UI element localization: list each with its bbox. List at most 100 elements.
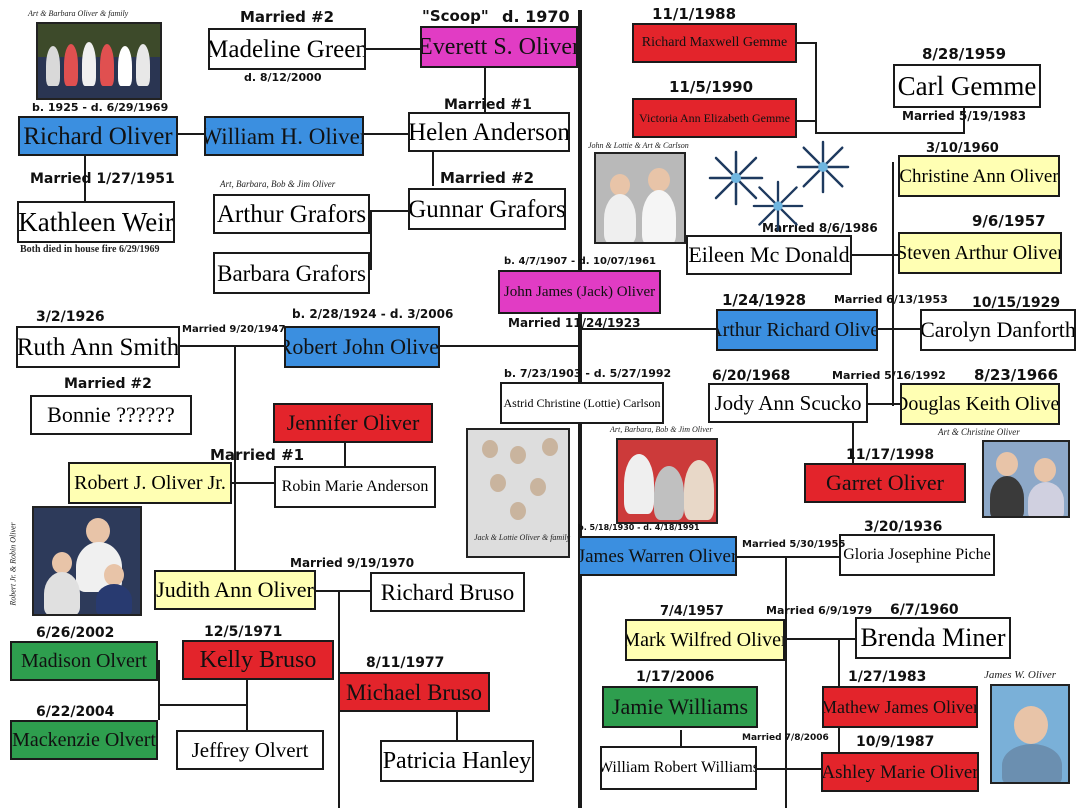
connector <box>963 108 965 134</box>
sparkle-star-icon <box>796 140 850 194</box>
person-mackenzie-olvert: Mackenzie Olvert <box>10 720 158 760</box>
label-married-william: Married 7/8/2006 <box>742 733 829 743</box>
person-judith-oliver: Judith Ann Oliver <box>154 570 316 610</box>
label-married2-bonnie: Married #2 <box>64 376 152 392</box>
label-married-jack: Married 11/24/1923 <box>508 316 641 330</box>
connector <box>852 254 900 256</box>
label-8-28-1959: 8/28/1959 <box>922 45 1007 63</box>
jack-lottie-family-photo <box>466 428 570 558</box>
person-william-oliver: William H. Oliver <box>204 116 364 156</box>
connector <box>370 210 408 212</box>
connector <box>785 638 855 640</box>
label-3-2-1926: 3/2/1926 <box>36 309 105 325</box>
person-barbara-grafors: Barbara Grafors <box>213 252 370 294</box>
connector <box>852 403 854 463</box>
label-11-5-1990: 11/5/1990 <box>669 78 754 96</box>
label-9-6-1957: 9/6/1957 <box>972 212 1046 230</box>
label-12-5-1971: 12/5/1971 <box>204 624 283 640</box>
person-william-robert-williams: William Robert Williams <box>600 746 757 790</box>
person-robert-jr: Robert J. Oliver Jr. <box>68 462 232 504</box>
connector <box>364 133 408 135</box>
robert-jr-family-photo <box>32 506 142 616</box>
person-gunnar-grafors: Gunnar Grafors <box>408 188 566 230</box>
connector <box>737 556 839 558</box>
person-carolyn-danforth: Carolyn Danforth <box>920 309 1076 351</box>
label-11-1-1988: 11/1/1988 <box>652 5 737 23</box>
photo-caption: Art, Barbara, Bob & Jim Oliver <box>610 425 713 434</box>
connector <box>234 345 236 595</box>
label-married-brenda: Married 6/9/1979 <box>766 604 873 617</box>
person-lottie-carlson: Astrid Christine (Lottie) Carlson <box>500 382 664 424</box>
sparkle-star-icon <box>708 150 764 206</box>
person-jody-scucko: Jody Ann Scucko <box>708 383 868 423</box>
label-married-gloria: Married 5/30/1955 <box>742 539 846 550</box>
person-madison-olvert: Madison Olvert <box>10 641 158 681</box>
sparkle-star-icon <box>752 180 804 232</box>
label-married-jody: Married 5/16/1992 <box>832 369 946 382</box>
label-10-15-1929: 10/15/1929 <box>972 295 1061 311</box>
person-steven-oliver: Steven Arthur Oliver <box>898 232 1062 274</box>
label-8-23-1966: 8/23/1966 <box>974 366 1059 384</box>
person-jeffrey-olvert: Jeffrey Olvert <box>176 730 324 770</box>
person-richard-maxwell-gemme: Richard Maxwell Gemme <box>632 23 797 63</box>
person-arthur-richard-oliver: Arthur Richard Oliver <box>716 309 878 351</box>
photo-caption: Jack & Lottie Oliver & family <box>474 533 571 542</box>
photo-caption: Art & Barbara Oliver & family <box>28 9 129 18</box>
person-richard-oliver: Richard Oliver <box>18 116 178 156</box>
label-6-20-1968: 6/20/1968 <box>712 368 791 384</box>
connector <box>344 442 346 466</box>
john-lottie-photo <box>594 152 686 244</box>
person-richard-bruso: Richard Bruso <box>370 572 525 612</box>
person-brenda-miner: Brenda Miner <box>855 617 1011 659</box>
connector <box>797 120 817 122</box>
connector <box>785 556 787 808</box>
person-robin-anderson: Robin Marie Anderson <box>274 466 436 508</box>
connector <box>178 133 206 135</box>
label-married-carolyn: Married 6/13/1953 <box>834 293 948 306</box>
person-robert-john-oliver: Robert John Oliver <box>284 326 440 368</box>
connector <box>815 42 817 134</box>
label-7-4-1957: 7/4/1957 <box>660 604 724 619</box>
connector <box>232 482 274 484</box>
label-married1-robin: Married #1 <box>210 446 305 464</box>
person-jamie-williams: Jamie Williams <box>602 686 758 728</box>
label-8-11-1977: 8/11/1977 <box>366 655 445 671</box>
connector <box>370 210 372 270</box>
label-robert-bd: b. 2/28/1924 - d. 3/2006 <box>292 307 454 321</box>
connector <box>158 660 160 720</box>
connector <box>246 680 248 732</box>
label-lottie-bd: b. 7/23/1903 - d. 5/27/1992 <box>504 367 672 380</box>
person-patricia-hanley: Patricia Hanley <box>380 740 534 782</box>
connector <box>892 162 894 406</box>
person-kelly-bruso: Kelly Bruso <box>182 640 334 680</box>
photo-caption: Art & Christine Oliver <box>938 427 1020 437</box>
person-ashley-oliver: Ashley Marie Oliver <box>821 752 979 792</box>
person-madeline-green: Madeline Green <box>208 28 366 70</box>
label-3-10-1960: 3/10/1960 <box>926 141 999 156</box>
person-helen-anderson: Helen Anderson <box>408 112 570 152</box>
label-married-eileen: Married 8/6/1986 <box>762 221 878 235</box>
label-james-bd: b. 5/18/1930 - d. 4/18/1991 <box>578 523 700 532</box>
person-gloria-piche: Gloria Josephine Piche <box>839 534 995 576</box>
connector <box>84 156 86 202</box>
connector <box>440 345 580 347</box>
connector <box>878 328 920 330</box>
label-married-judith: Married 9/19/1970 <box>290 556 415 570</box>
label-married-carl: Married 5/19/1983 <box>902 109 1027 123</box>
photo-caption: Art, Barbara, Bob & Jim Oliver <box>220 179 336 189</box>
label-married-ruth: Married 9/20/1947 <box>182 324 286 335</box>
person-carl-gemme: Carl Gemme <box>893 64 1041 108</box>
person-eileen-mcdonald: Eileen Mc Donald <box>686 235 852 275</box>
person-michael-bruso: Michael Bruso <box>338 672 490 712</box>
label-richard-bd: b. 1925 - d. 6/29/1969 <box>32 101 169 114</box>
connector <box>432 152 434 186</box>
connector <box>815 132 965 134</box>
connector <box>316 590 370 592</box>
connector <box>582 328 716 330</box>
label-jack-bd: b. 4/7/1907 - d. 10/07/1961 <box>504 256 657 267</box>
person-jennifer-oliver: Jennifer Oliver <box>273 403 433 443</box>
label-1-24-1928: 1/24/1928 <box>722 291 807 309</box>
person-ruth-smith: Ruth Ann Smith <box>16 326 180 368</box>
label-6-7-1960: 6/7/1960 <box>890 602 959 618</box>
person-douglas-oliver: Douglas Keith Oliver <box>900 383 1060 425</box>
